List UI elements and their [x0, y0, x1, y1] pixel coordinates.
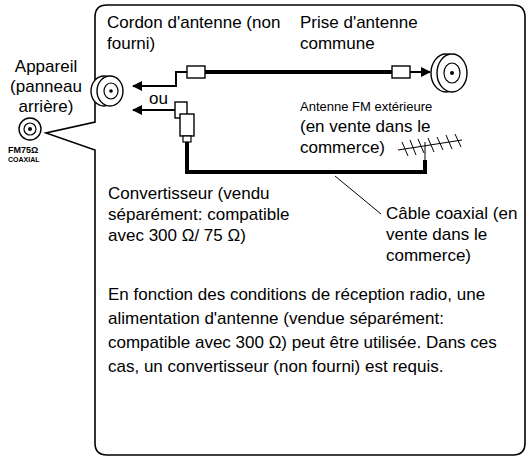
antenna-note: (en vente dans le commerce)	[300, 116, 450, 158]
converter-label: Convertisseur (vendu séparément: compati…	[108, 183, 323, 246]
fm-antenna	[398, 134, 462, 160]
socket-marking: COAXIAL	[8, 155, 58, 164]
wall-socket	[431, 54, 467, 92]
leader-line	[335, 176, 381, 214]
cord-label: Cordon d'antenne (non fourni)	[107, 12, 287, 54]
antenna-label: Antenne FM extérieure	[300, 99, 470, 115]
cable-label: Câble coaxial (en vente dans le commerce…	[386, 203, 521, 266]
antenna-cord	[133, 66, 430, 86]
callout-panel	[46, 5, 525, 455]
or-label: ou	[149, 88, 179, 109]
note-text: En fonction des conditions de réception …	[108, 283, 520, 379]
unit-label: Appareil (panneau arrière)	[0, 57, 92, 117]
socket-marking: FM75Ω	[8, 145, 58, 155]
rear-socket	[19, 118, 41, 140]
wall-socket-label: Prise d'antenne commune	[300, 12, 430, 54]
unit-jack	[91, 76, 123, 106]
